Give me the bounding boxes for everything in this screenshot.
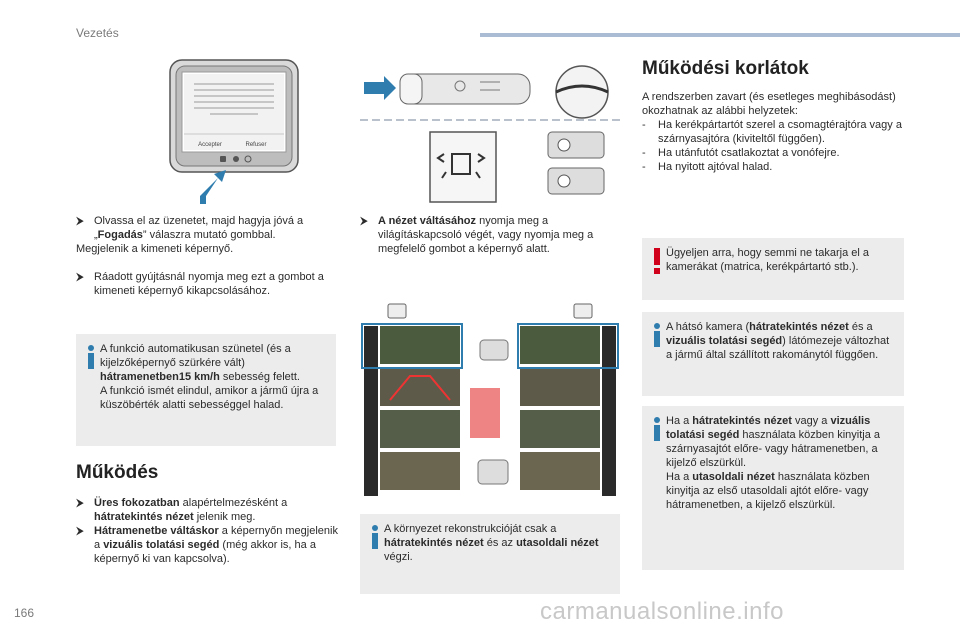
accept-label: Accepter xyxy=(198,142,222,148)
bullet-icon: ⮞ xyxy=(360,215,368,227)
heading-mukodes: Működés xyxy=(76,462,159,483)
bullet-icon: ⮞ xyxy=(76,271,84,283)
header-accent-bar xyxy=(480,33,960,37)
watermark: carmanualsonline.info xyxy=(540,598,784,625)
col1-p1-result: Megjelenik a kimeneti képernyő. xyxy=(76,243,234,255)
info-note-reconstruction: A környezet rekonstrukcióját csak a hátr… xyxy=(360,514,620,594)
touchscreen-illustration: Accepter Refuser xyxy=(169,59,299,204)
info-note-speed: A funkció automatikusan szünetel (és a k… xyxy=(76,334,336,446)
col1-text: ⮞ Olvassa el az üzenetet, majd hagyja jó… xyxy=(76,214,336,298)
refuse-label: Refuser xyxy=(245,142,266,148)
limit-item: Ha utánfutót csatlakoztat a vonófejre. xyxy=(658,147,840,159)
info-icon xyxy=(372,525,378,549)
info-note-doors: Ha a hátratekintés nézet vagy a vizuális… xyxy=(642,406,904,570)
limit-item: Ha kerékpártartót szerel a csomagtérajtó… xyxy=(658,119,902,145)
info-icon xyxy=(654,323,660,347)
info-note-rear-camera: A hátsó kamera (hátratekintés nézet és a… xyxy=(642,312,904,396)
col1-p2: Ráadott gyújtásnál nyomja meg ezt a gomb… xyxy=(94,271,324,297)
bullet-icon: ⮞ xyxy=(76,525,84,537)
section-title: Vezetés xyxy=(76,26,119,40)
info-icon xyxy=(654,417,660,441)
bullet-icon: ⮞ xyxy=(76,215,84,227)
warning-note-cameras: Ügyeljen arra, hogy semmi ne takarja el … xyxy=(642,238,904,300)
heading-limits: Működési korlátok xyxy=(642,58,809,79)
limit-item: Ha nyitott ajtóval halad. xyxy=(658,161,773,173)
bullet-icon: ⮞ xyxy=(76,497,84,509)
camera-views-illustration xyxy=(361,303,619,496)
view-switch-illustration xyxy=(360,65,622,203)
col3-intro: A rendszerben zavart (és esetleges meghi… xyxy=(642,91,896,117)
info-icon xyxy=(88,345,94,369)
col3-text: A rendszerben zavart (és esetleges meghi… xyxy=(642,90,904,174)
page-number: 166 xyxy=(14,606,35,620)
warning-icon xyxy=(654,248,660,274)
col1-bullets: ⮞ Üres fokozatban alapértelmezésként a h… xyxy=(76,497,338,565)
col2-text: ⮞ A nézet váltásához nyomja meg a világí… xyxy=(360,215,594,255)
